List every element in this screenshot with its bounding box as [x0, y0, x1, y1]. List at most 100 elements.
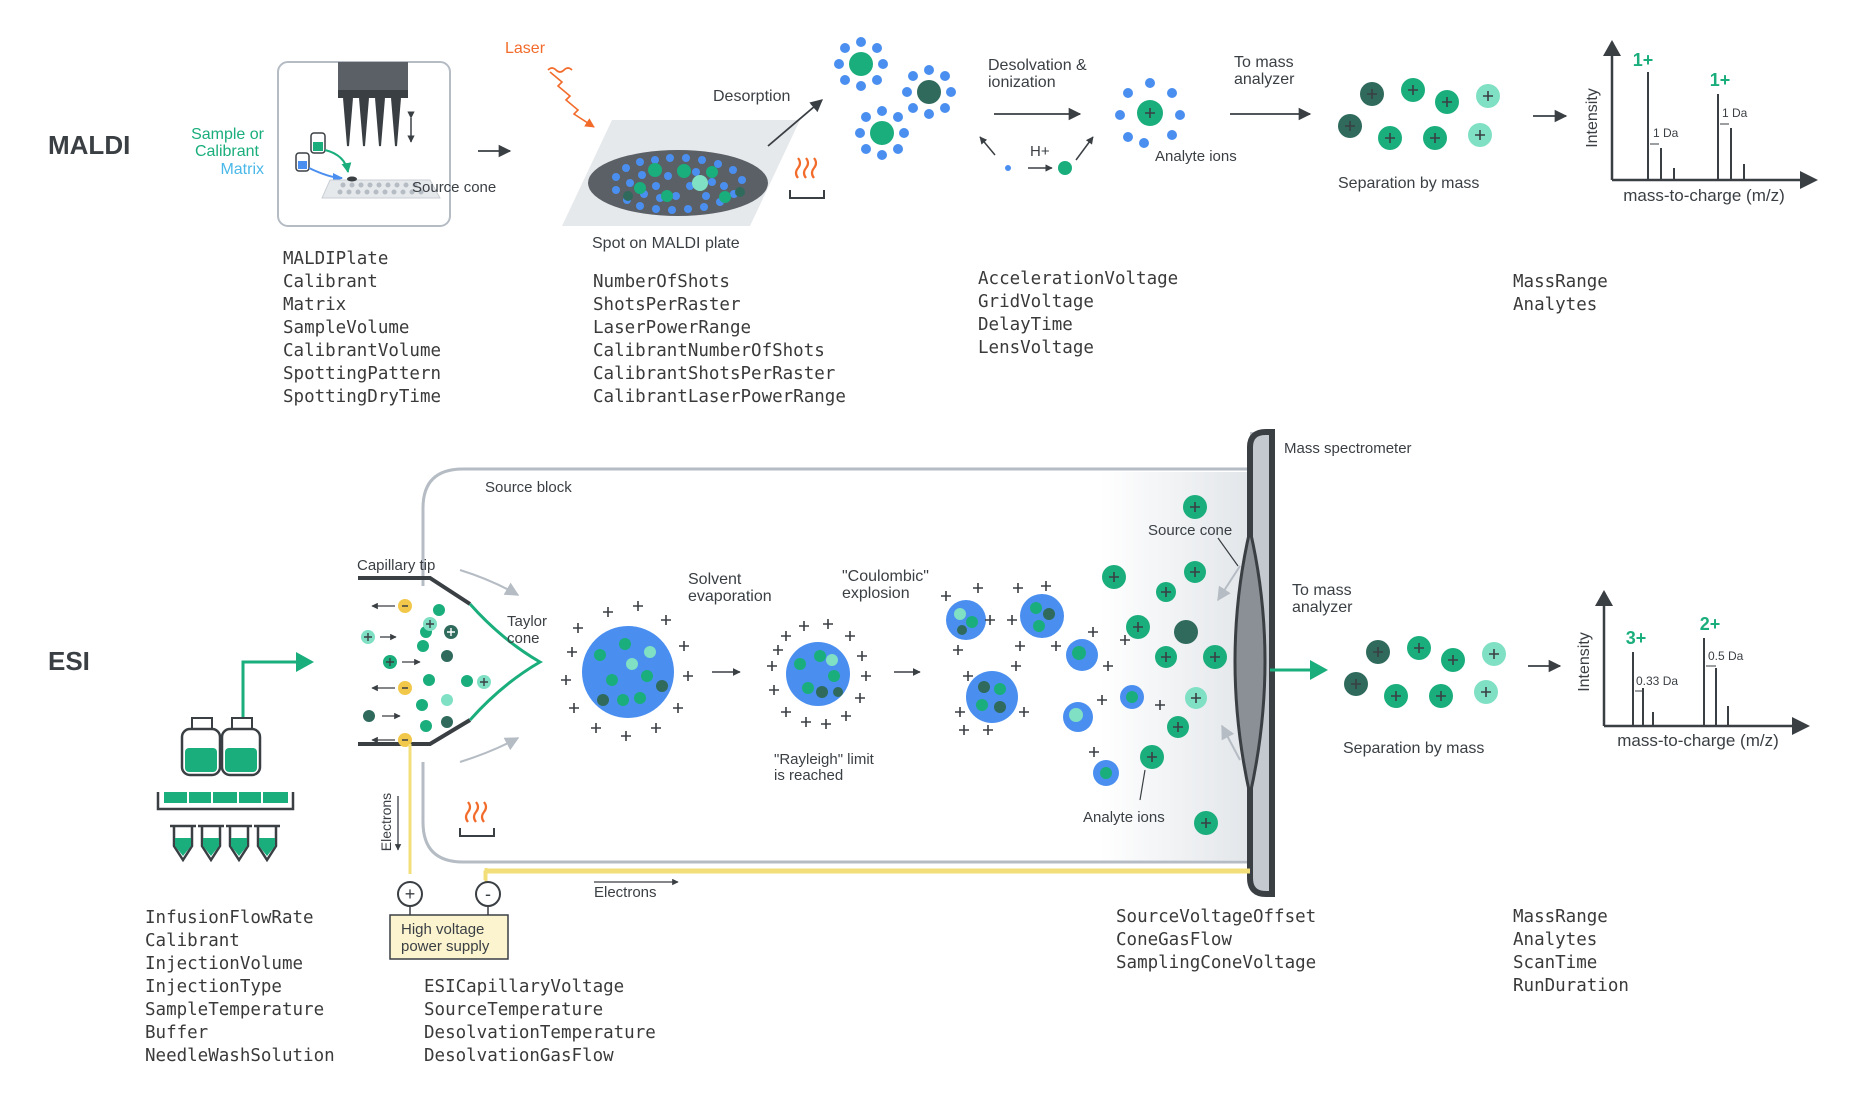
taylor-cone-label-2: cone	[507, 630, 540, 647]
param-item: Calibrant	[283, 272, 378, 292]
rayleigh-label-2: is reached	[774, 767, 843, 784]
maldi-peak-spacing-2: 1 Da	[1722, 106, 1748, 120]
param-item: Analytes	[1513, 930, 1598, 950]
maldi-plate-params: MALDIPlate Calibrant Matrix SampleVolume…	[283, 248, 441, 409]
maldi-analyzer-params: MassRange Analytes	[1513, 271, 1608, 317]
solvent-evap-label-1: Solvent	[688, 571, 742, 588]
maldi-y-label: Intensity	[1584, 88, 1601, 148]
param-item: CalibrantShotsPerRaster	[593, 364, 836, 384]
proton-label: H+	[1030, 143, 1050, 160]
param-item: Analytes	[1513, 295, 1598, 315]
positive-terminal: +	[397, 881, 423, 907]
desolvation-label-2: ionization	[988, 74, 1056, 91]
param-item: DesolvationGasFlow	[424, 1046, 614, 1066]
param-item: GridVoltage	[978, 292, 1094, 312]
esi-spectrum: Intensity mass-to-charge (m/z) 3+ 2+ 0.3…	[1576, 590, 1810, 750]
heater-icon	[789, 157, 825, 199]
param-item: Matrix	[283, 295, 347, 315]
maldi-x-label: mass-to-charge (m/z)	[1623, 186, 1785, 205]
power-supply-label-2: power supply	[401, 938, 490, 955]
svg-text:-: -	[485, 884, 491, 904]
plate-icon	[321, 176, 441, 199]
maldi-ionization-params: AccelerationVoltage GridVoltage DelayTim…	[978, 268, 1178, 360]
param-item: RunDuration	[1513, 976, 1629, 996]
capillary-ions	[361, 599, 491, 747]
maldi-clusters	[834, 37, 956, 160]
maldi-to-mass-2: analyzer	[1234, 71, 1295, 88]
param-item: SampleVolume	[283, 318, 410, 338]
maldi-spectrum: Intensity mass-to-charge (m/z) 1+ 1+ 1 D…	[1584, 40, 1818, 205]
power-supply-label-1: High voltage	[401, 921, 484, 938]
esi-separated-ions	[1344, 636, 1506, 708]
esi-capillary-params: ESICapillaryVoltage SourceTemperature De…	[424, 976, 656, 1068]
param-item: SpottingDryTime	[283, 387, 442, 407]
mass-spectrometer-wall: Mass spectrometer	[1233, 429, 1412, 897]
matrix-dots	[612, 154, 746, 214]
param-item: NumberOfShots	[593, 272, 730, 292]
esi-y-label: Intensity	[1576, 632, 1593, 692]
esi-peak-charge-2: 2+	[1700, 614, 1721, 634]
laser-beam	[547, 67, 594, 127]
esi-analyzer-params: MassRange Analytes ScanTime RunDuration	[1513, 906, 1629, 998]
param-item: SamplingConeVoltage	[1116, 953, 1317, 973]
param-item: Calibrant	[145, 931, 240, 951]
esi-cone-params: SourceVoltageOffset ConeGasFlow Sampling…	[1116, 906, 1316, 975]
esi-peak-charge-1: 3+	[1626, 628, 1647, 648]
esi-peak-spacing-1: 0.33 Da	[1636, 674, 1678, 688]
infusion-panel	[156, 652, 314, 863]
esi-infusion-params: InfusionFlowRate Calibrant InjectionVolu…	[145, 907, 335, 1068]
coulombic-label-2: explosion	[842, 585, 910, 602]
bottle-icon	[180, 717, 262, 777]
maldi-source-cone-label: Source cone	[412, 179, 496, 196]
esi-separation-label: Separation by mass	[1343, 740, 1484, 757]
maldi-plate-panel: Sample or Calibrant Matrix Source cone	[191, 61, 496, 227]
electrical-circuit: Electrons Electrons + - High voltage pow…	[378, 744, 1250, 960]
param-item: MassRange	[1513, 272, 1608, 292]
negative-terminal: -	[475, 881, 501, 907]
heater-icon	[459, 801, 495, 837]
esi-label: ESI	[48, 646, 90, 676]
calibrant-label: Calibrant	[195, 143, 260, 160]
param-item: ConeGasFlow	[1116, 930, 1232, 950]
medium-droplet	[766, 618, 872, 730]
esi-analyte-ions-label: Analyte ions	[1083, 809, 1165, 826]
desolvation-label-1: Desolvation &	[988, 57, 1087, 74]
param-item: DelayTime	[978, 315, 1073, 335]
source-block: Source block	[421, 467, 1250, 864]
electrons-label: Electrons	[594, 884, 657, 901]
param-item: SpottingPattern	[283, 364, 442, 384]
rayleigh-label-1: "Rayleigh" limit	[774, 751, 875, 768]
maldi-analyte-cluster	[1115, 78, 1185, 148]
vial-icon	[170, 824, 280, 863]
desorption-arrow	[767, 99, 823, 147]
power-supply	[389, 914, 509, 960]
esi-x-label: mass-to-charge (m/z)	[1617, 731, 1779, 750]
maldi-to-mass-1: To mass	[1234, 54, 1294, 71]
param-item: DesolvationTemperature	[424, 1023, 656, 1043]
electrons-vertical-label: Electrons	[378, 793, 394, 851]
param-item: Buffer	[145, 1023, 209, 1043]
param-item: AccelerationVoltage	[978, 269, 1179, 289]
esi-to-mass-2: analyzer	[1292, 599, 1353, 616]
param-item: MassRange	[1513, 907, 1608, 927]
laser-label: Laser	[505, 40, 546, 57]
param-item: CalibrantNumberOfShots	[593, 341, 825, 361]
sample-label: Sample or	[191, 126, 265, 143]
param-item: MALDIPlate	[283, 249, 389, 269]
param-item: LaserPowerRange	[593, 318, 752, 338]
maldi-peak-charge-1: 1+	[1633, 50, 1654, 70]
esi-analyte-ions	[1063, 495, 1227, 835]
maldi-peak-charge-2: 1+	[1710, 70, 1731, 90]
param-item: ShotsPerRaster	[593, 295, 741, 315]
param-item: LensVoltage	[978, 338, 1094, 358]
param-item: InjectionType	[145, 977, 282, 997]
matrix-label: Matrix	[220, 161, 264, 178]
maldi-label: MALDI	[48, 130, 130, 160]
large-droplet	[560, 600, 694, 742]
param-item: SourceTemperature	[424, 1000, 604, 1020]
mass-spec-label: Mass spectrometer	[1284, 440, 1412, 457]
esi-source-cone-label: Source cone	[1148, 522, 1232, 539]
param-item: CalibrantVolume	[283, 341, 442, 361]
svg-text:+: +	[405, 884, 416, 904]
